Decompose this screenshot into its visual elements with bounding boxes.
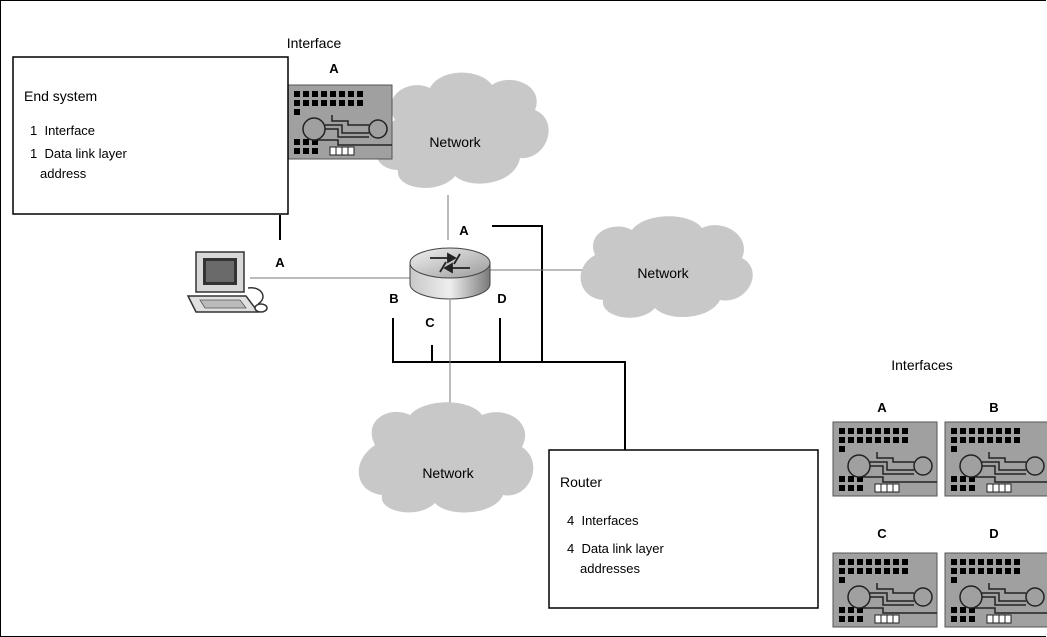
router-box-title: Router <box>560 474 602 490</box>
interface-label-c: C <box>877 526 887 541</box>
interface-card-b <box>944 421 1047 497</box>
end-system-box <box>12 56 289 215</box>
interface-card-c <box>832 552 938 628</box>
router-box-line1: 4 Interfaces <box>567 513 639 528</box>
top-interface-card <box>287 84 393 160</box>
network-label-top: Network <box>429 134 481 150</box>
router-port-a: A <box>459 223 469 238</box>
pc-link-label: A <box>275 255 285 270</box>
router-box-line2: 4 Data link layer <box>567 541 664 556</box>
interface-card-d <box>944 552 1047 628</box>
interface-label-d: D <box>989 526 998 541</box>
network-cloud-bottom: Network <box>358 402 534 513</box>
top-interface-title: Interface <box>287 35 342 51</box>
router-port-b: B <box>389 291 398 306</box>
end-system-title: End system <box>24 88 97 104</box>
network-label-bottom: Network <box>422 465 474 481</box>
router-port-c: C <box>425 315 435 330</box>
top-interface-letter: A <box>329 61 339 76</box>
router-icon <box>409 247 491 300</box>
wiring <box>279 215 626 450</box>
computer-icon <box>186 251 268 313</box>
end-system-line2: 1 Data link layer <box>30 146 127 161</box>
interfaces-title: Interfaces <box>891 357 952 373</box>
interface-card-a <box>832 421 938 497</box>
interface-label-b: B <box>989 400 998 415</box>
network-cloud-top: Network <box>375 72 549 188</box>
router-box <box>548 449 819 609</box>
interface-label-a: A <box>877 400 887 415</box>
end-system-line1: 1 Interface <box>30 123 95 138</box>
links <box>250 195 590 408</box>
router-port-d: D <box>497 291 506 306</box>
network-cloud-right: Network <box>580 216 753 318</box>
end-system-line3: address <box>40 166 87 181</box>
network-label-right: Network <box>637 265 689 281</box>
router-box-line3: addresses <box>580 561 640 576</box>
